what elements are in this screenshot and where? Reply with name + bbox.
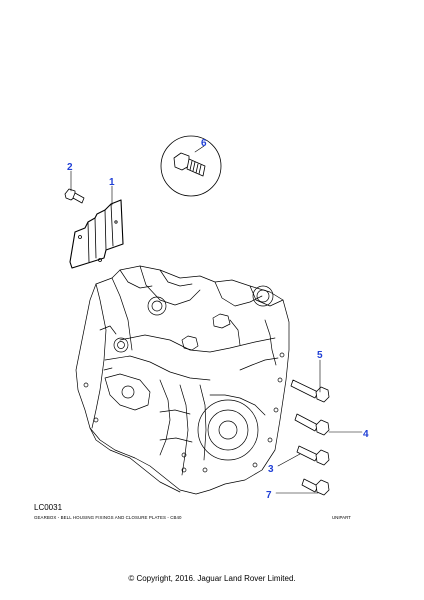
callout-6: 6: [201, 138, 207, 149]
callout-5: 5: [317, 350, 323, 361]
bolt-2: [64, 188, 85, 204]
bolt-3: [296, 445, 330, 466]
closure-plate: [69, 199, 124, 269]
callout-7: 7: [266, 490, 272, 501]
bolt-5: [290, 379, 330, 403]
copyright-notice: © Copyright, 2016. Jaguar Land Rover Lim…: [128, 574, 296, 583]
callouts: 1 2 3 4 5 6 7: [67, 138, 369, 501]
callout-1: 1: [109, 177, 115, 188]
callout-2: 2: [67, 162, 73, 173]
callout-3: 3: [268, 464, 274, 475]
callout-4: 4: [363, 429, 369, 440]
leader-lines: [70, 145, 363, 494]
brand-tag: UNIPART: [332, 515, 351, 520]
gearbox-housing: [75, 265, 290, 495]
bolt-7: [301, 478, 330, 496]
diagram-ref-code: LC0031: [34, 503, 63, 512]
bolt-4: [294, 413, 330, 436]
diagram-caption: GEARBOX - BELL HOUSING FIXINGS AND CLOSU…: [34, 515, 182, 520]
bolt-6: [173, 152, 206, 177]
detail-circle: [160, 135, 222, 197]
